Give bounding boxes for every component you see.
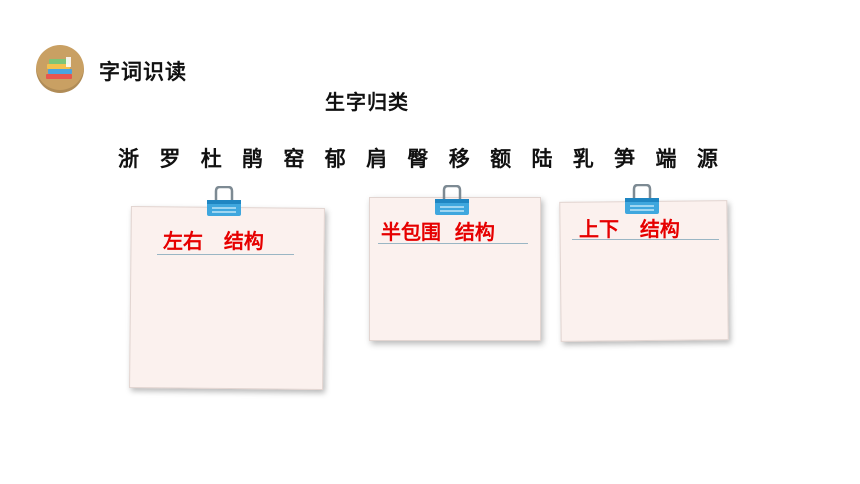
card-underline [572,239,719,240]
character[interactable]: 郁 [324,147,346,171]
character[interactable]: 乳 [572,147,594,171]
books-icon [36,45,84,93]
card-label: 左右 结构 [163,229,264,253]
card-underline [157,254,294,255]
card-label: 半包围 结构 [381,220,495,244]
section-title: 字词识读 [99,60,187,84]
character[interactable]: 浙 [118,147,139,171]
binder-clip-icon [435,185,469,215]
character[interactable]: 端 [655,147,677,171]
character[interactable]: 臀 [407,147,429,171]
character[interactable]: 陆 [531,147,553,171]
character[interactable]: 窑 [283,147,305,171]
character[interactable]: 杜 [200,147,222,171]
character-list: 浙 罗 杜 鹃 窑 郁 肩 臀 移 额 陆 乳 笋 端 源 [118,143,718,173]
character[interactable]: 笋 [614,147,636,171]
category-card-half-enclosed[interactable] [369,197,541,341]
character[interactable]: 鹃 [242,147,264,171]
page-subtitle: 生字归类 [325,90,409,114]
binder-clip-icon [207,186,241,216]
character[interactable]: 源 [696,147,718,171]
character[interactable]: 罗 [159,147,181,171]
character[interactable]: 额 [490,147,512,171]
binder-clip-icon [625,184,659,214]
card-label: 上下 结构 [579,217,680,241]
card-underline [378,243,528,244]
character[interactable]: 移 [448,147,470,171]
character[interactable]: 肩 [366,147,388,171]
